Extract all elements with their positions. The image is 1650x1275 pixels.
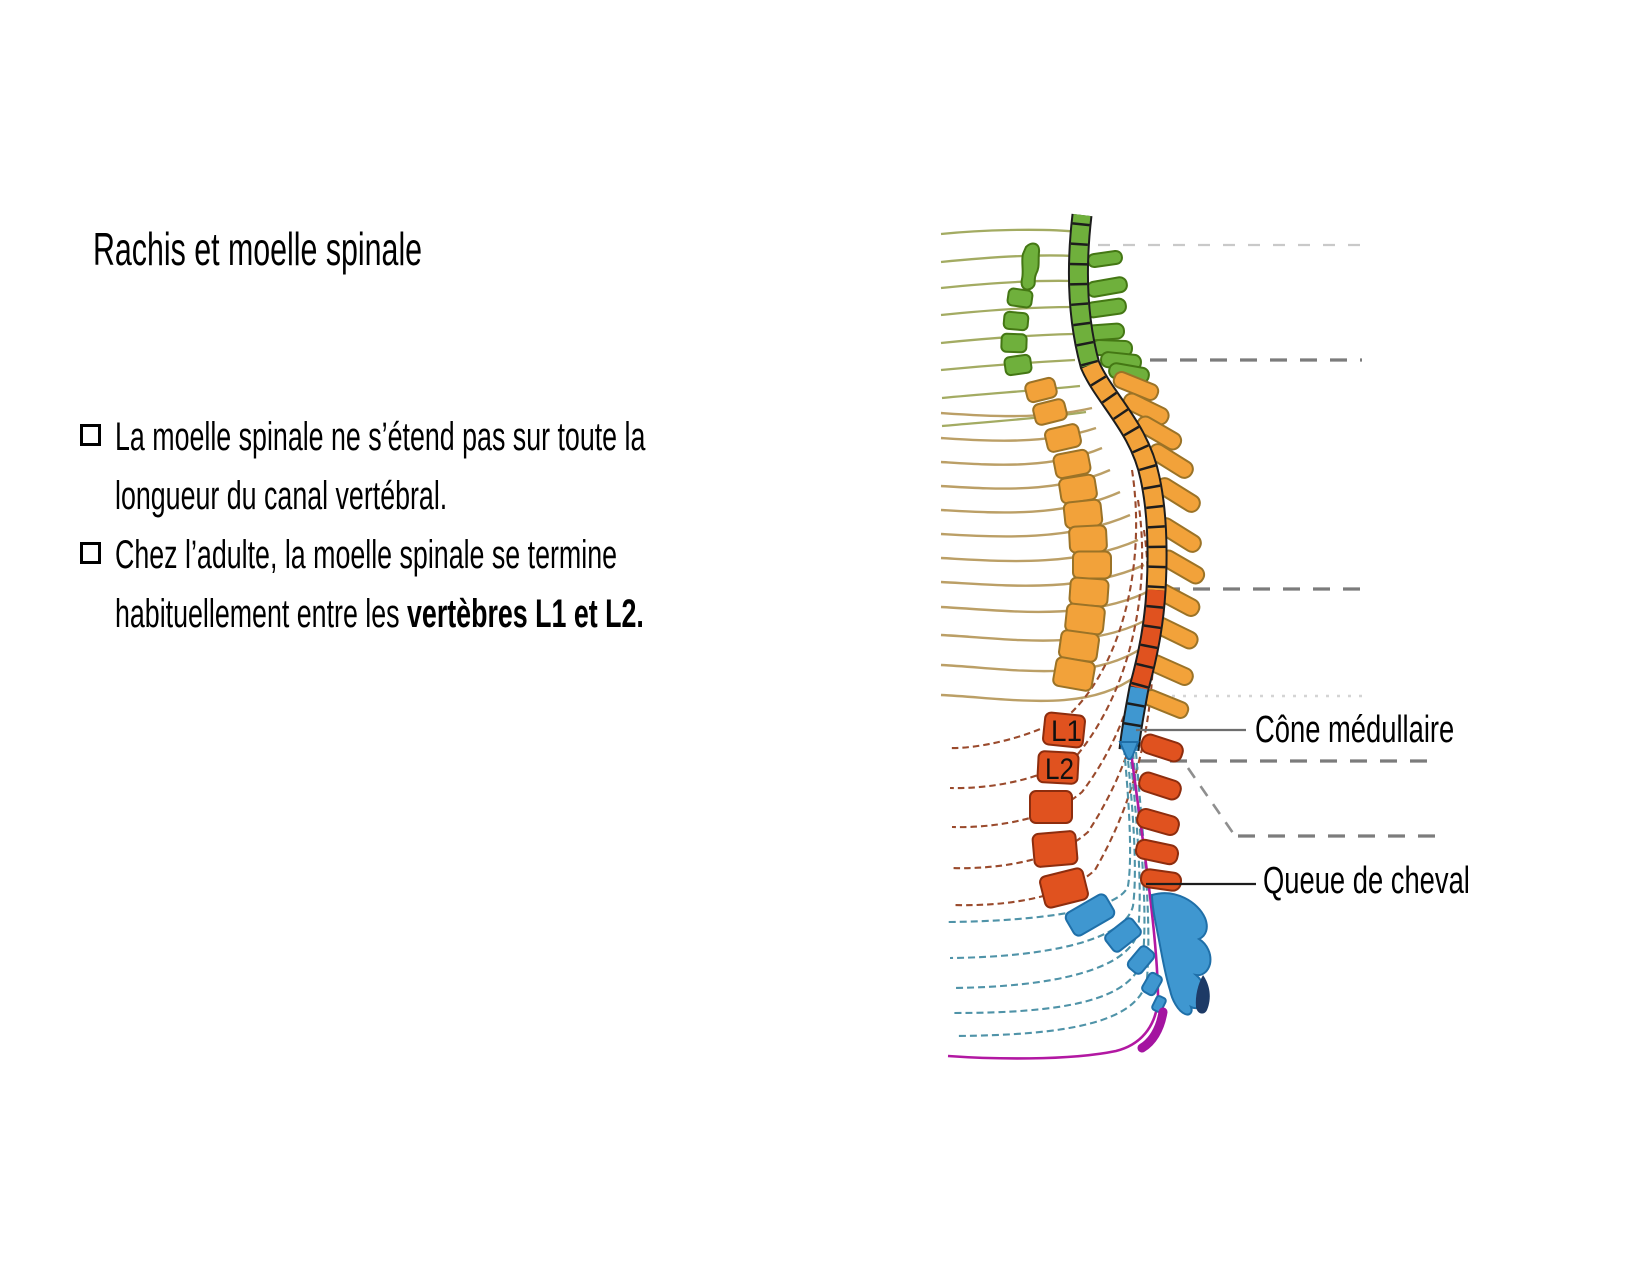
vertebra-body — [1032, 398, 1068, 426]
checkbox-bullet-icon — [80, 424, 101, 446]
cervical-nerve-lines — [940, 228, 1087, 428]
thoracic-cord-segment — [1082, 361, 1166, 591]
bullet-1-line-2: longueur du canal vertébral. — [115, 474, 448, 518]
bullet-1-text: La moelle spinale ne s’étend pas sur tou… — [115, 408, 907, 526]
sacral-segment — [1141, 971, 1163, 997]
vertebra-body — [1044, 423, 1082, 453]
vertebra-l2-label: L2 — [1045, 753, 1074, 786]
slide-title: Rachis et moelle spinale — [93, 223, 423, 275]
conus-medullaris-tip — [1118, 741, 1140, 761]
spinous-process — [1134, 838, 1180, 866]
sacral-cord-segment — [1120, 686, 1148, 751]
bullet-1-line-1: La moelle spinale ne s’étend pas sur tou… — [115, 415, 646, 459]
vertebra-body — [1002, 310, 1030, 332]
bullet-2-line-1: Chez l’adulte, la moelle spinale se term… — [115, 533, 618, 577]
vertebra-body — [1000, 332, 1028, 354]
dashed-diagonal-connector — [1186, 767, 1235, 834]
bullet-2-line-2: habituellement entre les vertèbres L1 et… — [115, 592, 644, 636]
spinous-process — [1142, 689, 1190, 719]
vertebra-body-l4 — [1031, 830, 1079, 868]
sacral-segment — [1126, 945, 1156, 975]
cervical-cord-segment — [1069, 214, 1099, 368]
vertebra-body — [1072, 550, 1112, 580]
vertebra-body — [1006, 287, 1034, 309]
vertebra-body — [1068, 524, 1108, 554]
spinous-process — [1138, 771, 1182, 801]
checkbox-bullet-icon — [80, 542, 101, 564]
vertebra-body-l3 — [1029, 790, 1073, 824]
bullet-2-bold-text: vertèbres L1 et L2. — [407, 592, 644, 636]
vertebra-body — [1052, 448, 1092, 480]
vertebra-l1-label: L1 — [1051, 715, 1082, 748]
vertebral-bodies — [1000, 242, 1167, 1013]
vertebra-body-l2 — [1036, 750, 1080, 785]
vertebra-body — [1024, 376, 1058, 404]
vertebra-body-l5 — [1039, 867, 1089, 909]
spinous-process — [1140, 733, 1184, 763]
vertebra-body — [1052, 656, 1096, 692]
spinous-process — [1135, 415, 1183, 451]
bullet-2-text: Chez l’adulte, la moelle spinale se term… — [115, 526, 904, 644]
spinous-process — [1136, 807, 1180, 837]
spinous-process — [1139, 868, 1183, 892]
sacral-segment — [1064, 893, 1116, 937]
bullet-item-1: La moelle spinale ne s’étend pas sur tou… — [76, 408, 836, 526]
vertebra-body — [1068, 576, 1110, 608]
queue-de-cheval-label: Queue de cheval — [1263, 860, 1470, 902]
spinal-cord — [1067, 213, 1168, 761]
spine-illustration: L1 L2 — [940, 213, 1438, 1060]
coccyx-tip — [1195, 975, 1210, 1014]
dashed-reference-lines — [1098, 243, 1438, 838]
thoracic-nerve-lines — [940, 406, 1148, 703]
spinous-process — [1085, 297, 1127, 319]
vertebra-body-l1 — [1042, 711, 1086, 749]
vertebra-body — [1020, 242, 1041, 291]
bullet-list: La moelle spinale ne s’étend pas sur tou… — [76, 408, 836, 644]
spinous-process — [1087, 249, 1123, 269]
lumbar-cord-segment — [1130, 589, 1165, 691]
vertebra-body — [1003, 353, 1033, 377]
cone-medullaire-label: Cône médullaire — [1255, 709, 1455, 751]
vertebra-body — [1062, 498, 1104, 530]
spinous-process — [1086, 276, 1128, 298]
sacral-segment — [1104, 917, 1142, 953]
bullet-item-2: Chez l’adulte, la moelle spinale se term… — [76, 526, 836, 644]
filum-terminale-end — [1137, 1007, 1168, 1053]
